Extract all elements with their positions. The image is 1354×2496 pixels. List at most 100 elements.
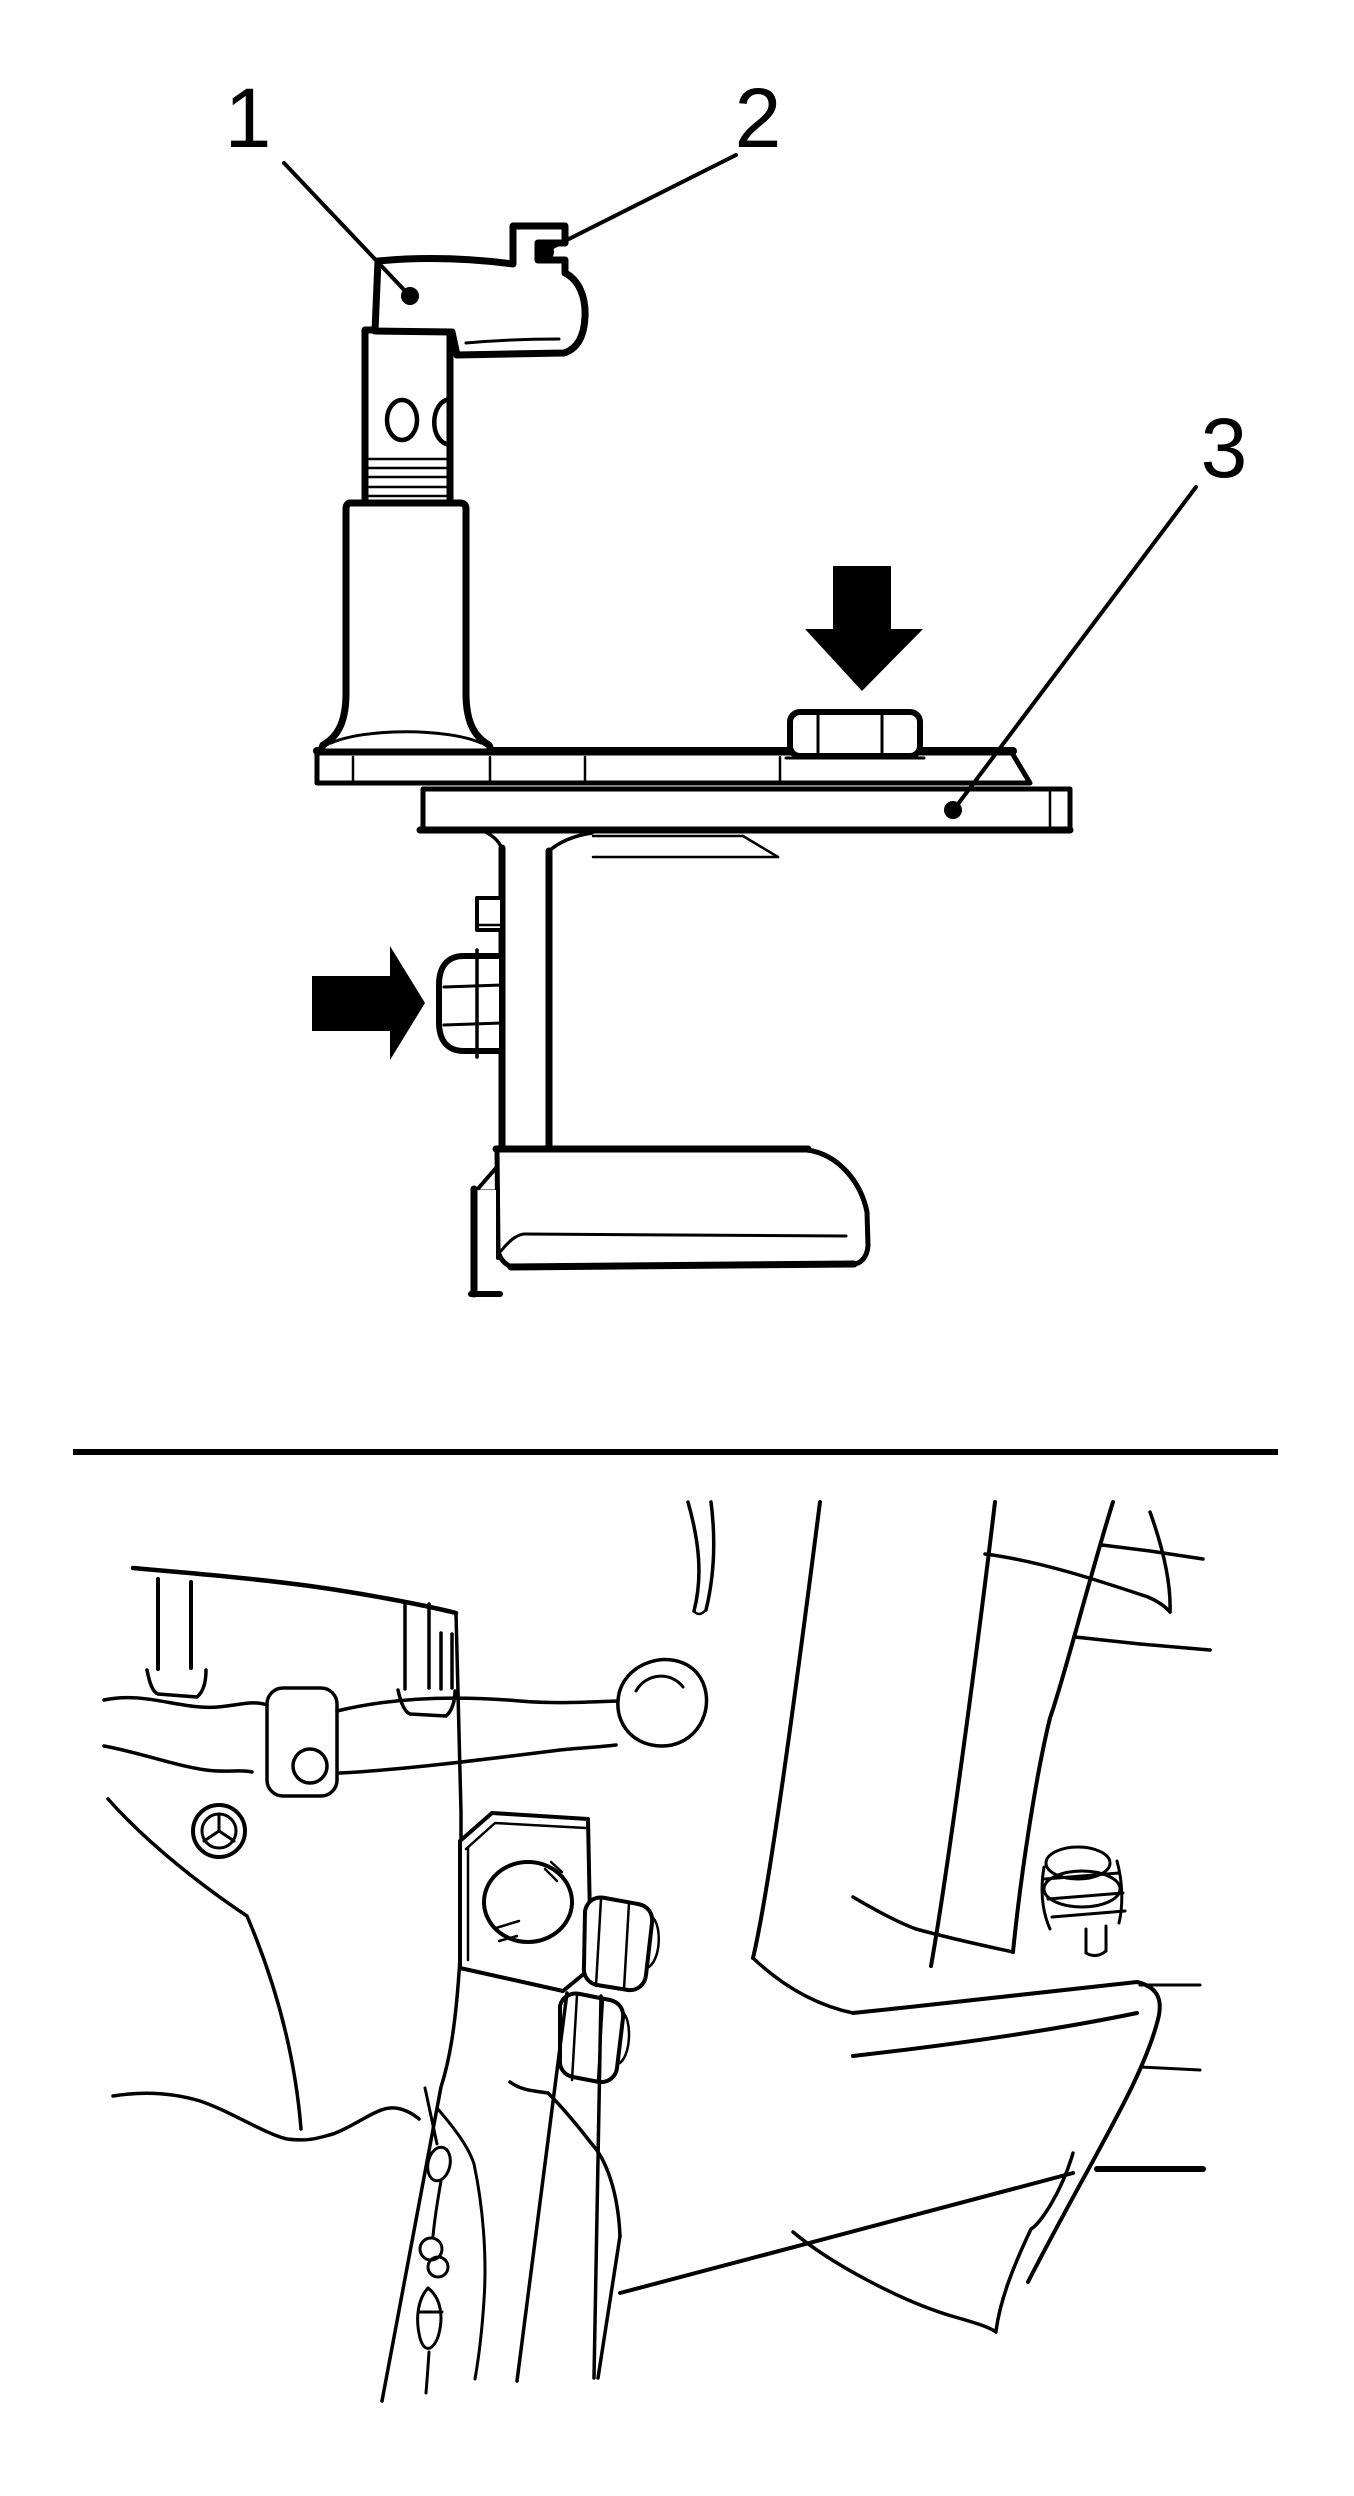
mount-inner-drop-curve xyxy=(994,2151,1075,2333)
bolt-stack-side-left xyxy=(1040,1865,1052,1931)
bolt-stack-washer xyxy=(1042,1869,1122,1909)
hex-nut-lower-washer xyxy=(618,2011,631,2065)
tube-right-edge xyxy=(929,1500,997,1968)
wire-leaf xyxy=(416,2286,443,2350)
tube-left-edge xyxy=(751,1500,822,1960)
narrow-pipe-bottom xyxy=(692,1608,708,1616)
mount-long-diagonal xyxy=(618,2171,1075,2295)
dome-tick-4 xyxy=(549,1860,564,1874)
mount-arm-bottom xyxy=(851,2011,1139,2058)
bolt-stack-line-3 xyxy=(1050,1909,1127,1919)
bracket-foot-curve xyxy=(508,2080,622,2238)
right-arrow-icon xyxy=(312,946,425,1060)
callout-1-dot xyxy=(401,287,419,305)
web-left-fillet xyxy=(482,829,504,853)
bracket-leg-c xyxy=(596,2234,622,2380)
bottom-right-curve xyxy=(791,2230,998,2334)
cam-link-lower xyxy=(338,1743,618,1775)
mount-inner-curve-a xyxy=(851,1895,918,1931)
wire-tail xyxy=(424,2350,431,2395)
cam-link-upper xyxy=(335,1696,620,1713)
hex-nut-upper-facet-a xyxy=(594,1897,603,1988)
plate-bolt-head xyxy=(787,709,923,759)
foot-bottom-edge xyxy=(507,1260,858,1271)
engine-vertical-contour xyxy=(380,1611,463,2403)
hex-nut-lower-facet-a xyxy=(570,1993,579,2082)
web-bolt-facet-top xyxy=(442,983,504,989)
callout-3: 3 xyxy=(944,401,1247,819)
bracket-leg-a xyxy=(515,1991,569,2383)
tube-base-join xyxy=(751,1956,855,2015)
face-plate-inner-top xyxy=(464,1821,588,1851)
cam-lobe xyxy=(616,1657,709,1748)
hex-nut-upper-washer xyxy=(647,1915,660,1969)
block-sweep-curve xyxy=(106,1797,303,2131)
torx-screw-outer xyxy=(191,1803,247,1859)
bolt-stack-line-2 xyxy=(1046,1891,1125,1901)
harness-wire xyxy=(416,2086,487,2395)
web-bolt-head xyxy=(436,953,505,1054)
mount-pad xyxy=(265,1686,339,1798)
branch-line-upper xyxy=(1100,1543,1205,1561)
callout-1-leader xyxy=(282,161,410,296)
torx-star-spoke-3 xyxy=(217,1829,236,1843)
dome-tick-2 xyxy=(497,1934,519,1943)
narrow-pipe-right xyxy=(704,1500,716,1612)
wire-bead-b xyxy=(426,2255,450,2279)
wire-clip-oval xyxy=(426,2145,452,2183)
web-bolt-facet-bottom xyxy=(442,1021,504,1027)
dome-tick-3 xyxy=(543,1867,559,1883)
web-fill xyxy=(502,850,549,1163)
right-edge-curve xyxy=(1148,1510,1172,1614)
bracket-top-plate xyxy=(313,747,1033,786)
bolt-stack-line-1 xyxy=(1043,1871,1121,1881)
right-short-line-mid xyxy=(1139,2065,1202,2072)
bolt-stack-tab-bottom xyxy=(1084,1949,1108,1957)
boss2-step xyxy=(396,1688,457,1718)
callout-2: 2 xyxy=(536,71,781,261)
hex-nut-lower xyxy=(557,1991,626,2085)
callout-3-leader xyxy=(953,485,1198,810)
foot-front-left-curve xyxy=(499,1232,526,1253)
web-side-bolt xyxy=(436,896,505,1059)
foot-front-line xyxy=(522,1232,848,1238)
callout-1: 1 xyxy=(225,71,419,305)
installed-view-figure xyxy=(102,1500,1212,2403)
mount-arm-top xyxy=(851,1980,1139,2015)
mount-arm-end-curve xyxy=(1026,1980,1162,2284)
bracket-foot-group xyxy=(468,1145,871,1298)
arm-inner-line xyxy=(464,337,561,345)
wire-mid xyxy=(431,2179,443,2238)
callout-3-label: 3 xyxy=(1201,401,1248,495)
bottom-left-contours xyxy=(111,2091,421,2142)
branch-line-lower xyxy=(1073,1635,1212,1652)
hex-nut-upper xyxy=(581,1895,655,1993)
engine-mount-right xyxy=(618,1845,1206,2334)
plate-pocket-bevel xyxy=(741,834,780,859)
locating-pin-tool xyxy=(316,222,589,756)
callout-2-label: 2 xyxy=(735,71,782,165)
dipstick-tube xyxy=(686,1500,1212,1968)
installed-bracket xyxy=(458,1811,660,2383)
callout-1-label: 1 xyxy=(225,71,272,165)
contour-wavy-lower xyxy=(102,1744,254,1774)
boss1-step xyxy=(145,1668,208,1699)
lower-plate-body xyxy=(420,786,1073,833)
callout-2-dot xyxy=(536,243,554,261)
callout-3-dot xyxy=(944,801,962,819)
hex-nut-upper-facet-b xyxy=(622,1901,631,1991)
callout-2-leader xyxy=(545,153,738,252)
contour-wavy-upper xyxy=(102,1695,269,1710)
plate-bolt xyxy=(784,709,926,760)
right-engine-contour xyxy=(1011,1500,1115,1954)
wire-second-strand xyxy=(435,2106,487,2381)
pin-hole-left xyxy=(384,397,420,443)
section-divider xyxy=(73,1449,1278,1455)
tool-and-bracket-figure: 1 2 3 xyxy=(225,71,1247,1298)
narrow-pipe-left xyxy=(686,1500,701,1613)
web-lower-fill xyxy=(474,1190,498,1293)
web-nut-plate xyxy=(475,896,504,932)
pin-base-shoulder xyxy=(329,730,483,745)
